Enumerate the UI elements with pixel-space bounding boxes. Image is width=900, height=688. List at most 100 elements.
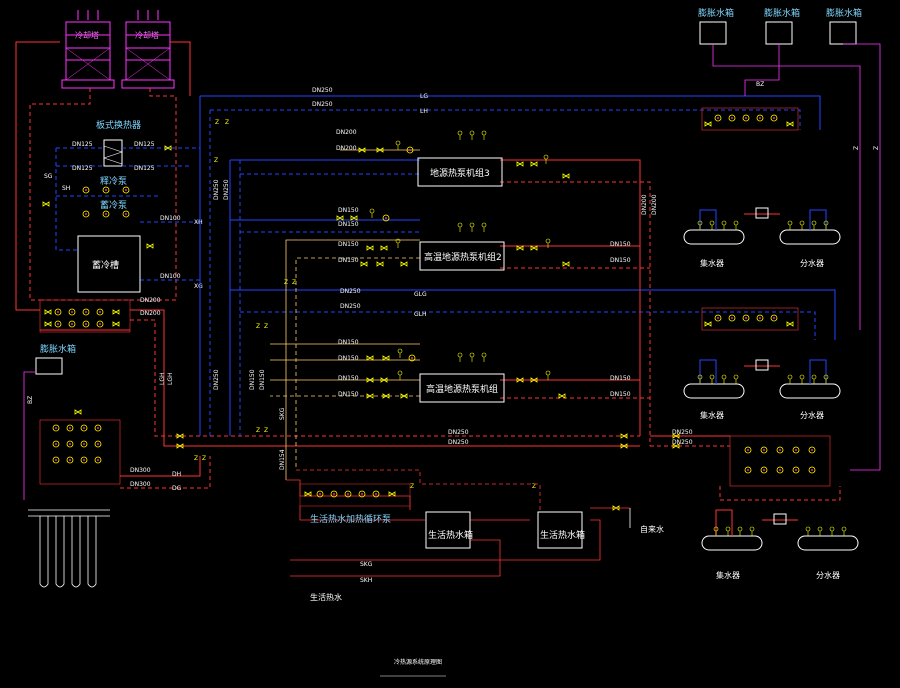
svg-text:Z: Z [256,427,260,434]
pipe-label-skg-v: SKG [279,407,286,420]
plate-heat-exchanger [103,139,123,167]
collector-set-3 [650,435,859,551]
svg-text:Z: Z [225,119,229,126]
pipe-label-dn250-main-b: DN250 [448,439,469,446]
pipe-label-lgh-v2: LGH [167,372,174,385]
dhw-pumps [299,483,411,507]
heat-pump-1 [419,373,505,403]
pipe-label-dn150-g: DN150 [338,339,359,346]
cooling-pump-group [39,299,131,333]
cooling-tower-2 [121,10,175,89]
pipe-label-dn150-i: DN150 [338,375,359,382]
pipe-label-dn250-b: DN250 [312,101,333,108]
pipe-label-dn250-v: DN250 [213,179,220,200]
pipe-label-skh: SKH [360,577,372,584]
heat-pump-3 [417,157,503,187]
collector-1-label: 集水器 [700,258,724,268]
svg-text:Z: Z [264,323,268,330]
pipe-label-dn125-c: DN125 [72,165,93,172]
pipe-label-lh: LH [420,108,428,115]
svg-text:Z: Z [256,323,260,330]
svg-text:Z: Z [532,483,536,490]
pipe-label-dn150-c: DN150 [338,241,359,248]
dhw-tank-2-label: 生活热水箱 [540,529,585,541]
pipe-label-dn250-c: DN250 [340,288,361,295]
pipe-label-dn125-a: DN125 [72,141,93,148]
pipe-label-dn150-v: DN150 [249,369,256,390]
ground-loop-pumps [39,409,211,489]
pipe-label-xg: XG [194,283,203,290]
pipe-label-dn150-b: DN150 [338,221,359,228]
pipe-label-dn250-a: DN250 [312,87,333,94]
svg-text:Z: Z [215,119,219,126]
pipe-label-dn125-d: DN125 [134,165,155,172]
pipe-label-z-2: Z [873,146,880,150]
collector-2-label: 集水器 [700,410,724,420]
hot-water-headers [270,149,420,480]
chiller-condenser-loop [500,159,651,446]
distributor-3-label: 分水器 [816,570,840,580]
storage-tank-label: 蓄冷槽 [92,259,119,271]
pipe-label-dn150-l: DN150 [610,391,631,398]
pipe-label-dg: DG [172,485,182,492]
collector-set-1 [683,107,841,245]
pipe-label-sh: SH [62,185,70,192]
tap-water-label: 自来水 [640,524,664,534]
distributor-1-label: 分水器 [800,258,824,268]
distributor-2-label: 分水器 [800,410,824,420]
svg-text:Z: Z [292,279,296,286]
heat-pump-1-label: 高温地源热泵机组 [426,383,498,395]
pipe-label-dn150-h: DN150 [338,355,359,362]
pipe-label-dn150-f: DN150 [610,257,631,264]
collector-3-label: 集水器 [716,570,740,580]
pipe-label-dn200-c: DN200 [336,129,357,136]
dhw-tank-1-label: 生活热水箱 [428,529,473,541]
pipe-label-lgh-v: LGH [159,372,166,385]
expansion-tank-1-label: 膨胀水箱 [698,7,734,19]
pipe-label-dn100-a: DN100 [160,215,181,222]
storage-pumps [42,145,172,249]
pipe-label-dn200-v: DN200 [641,194,648,215]
expansion-tanks-top [699,21,881,471]
storage-tank [77,235,141,293]
storage-pump-label: 释冷泵 [100,175,127,187]
storage-pump-2-label: 蓄冷泵 [100,199,127,211]
expansion-tank-left-label: 膨胀水箱 [40,343,76,355]
pipe-label-dn150-a: DN150 [338,207,359,214]
pipe-label-dn250-d: DN250 [340,303,361,310]
pipe-label-dn150-d: DN150 [338,257,359,264]
pipe-label-z-1: Z [853,146,860,150]
pipe-label-xh: XH [194,219,203,226]
dhw-supply-label: 生活热水 [310,592,342,602]
pipe-label-dn250-f: DN250 [672,439,693,446]
pipe-label-dh: DH [172,471,181,478]
plate-hx-label: 板式换热器 [96,119,141,131]
dhw-tank-2 [537,511,583,549]
svg-text:Z: Z [214,157,218,164]
pipe-label-dn200-v2: DN200 [651,194,658,215]
heat-pump-2 [419,241,505,271]
pipe-label-dn250-e: DN250 [672,429,693,436]
pipe-label-dn250-v3: DN250 [213,369,220,390]
pipe-label-bz-2: BZ [27,396,34,404]
expansion-tank-2-label: 膨胀水箱 [764,7,800,19]
collector-set-2 [683,307,841,399]
pipe-label-dn150-v2: DN150 [259,369,266,390]
cooling-tower-1 [61,10,115,89]
pipe-label-dn100-b: DN100 [160,273,181,280]
pipe-label-dn300-a: DN300 [130,467,151,474]
cooling-tower-2-label: 冷却塔 [135,30,159,40]
heat-pump-2-label: 高温地源热泵机组2 [424,251,502,263]
expansion-tank-left [35,357,63,375]
dhw-tank-1 [425,511,471,549]
pipe-label-dn200-d: DN200 [336,145,357,152]
ground-wells [28,509,110,588]
drawing-title: 冷热源系统原理图 [394,658,442,666]
pipe-label-dn150-j: DN150 [338,391,359,398]
heat-pump-3-label: 地源热泵机组3 [430,167,490,179]
ground-loop-main [199,95,836,436]
pipe-label-dn125-b: DN125 [134,141,155,148]
cooling-tower-1-label: 冷却塔 [75,30,99,40]
